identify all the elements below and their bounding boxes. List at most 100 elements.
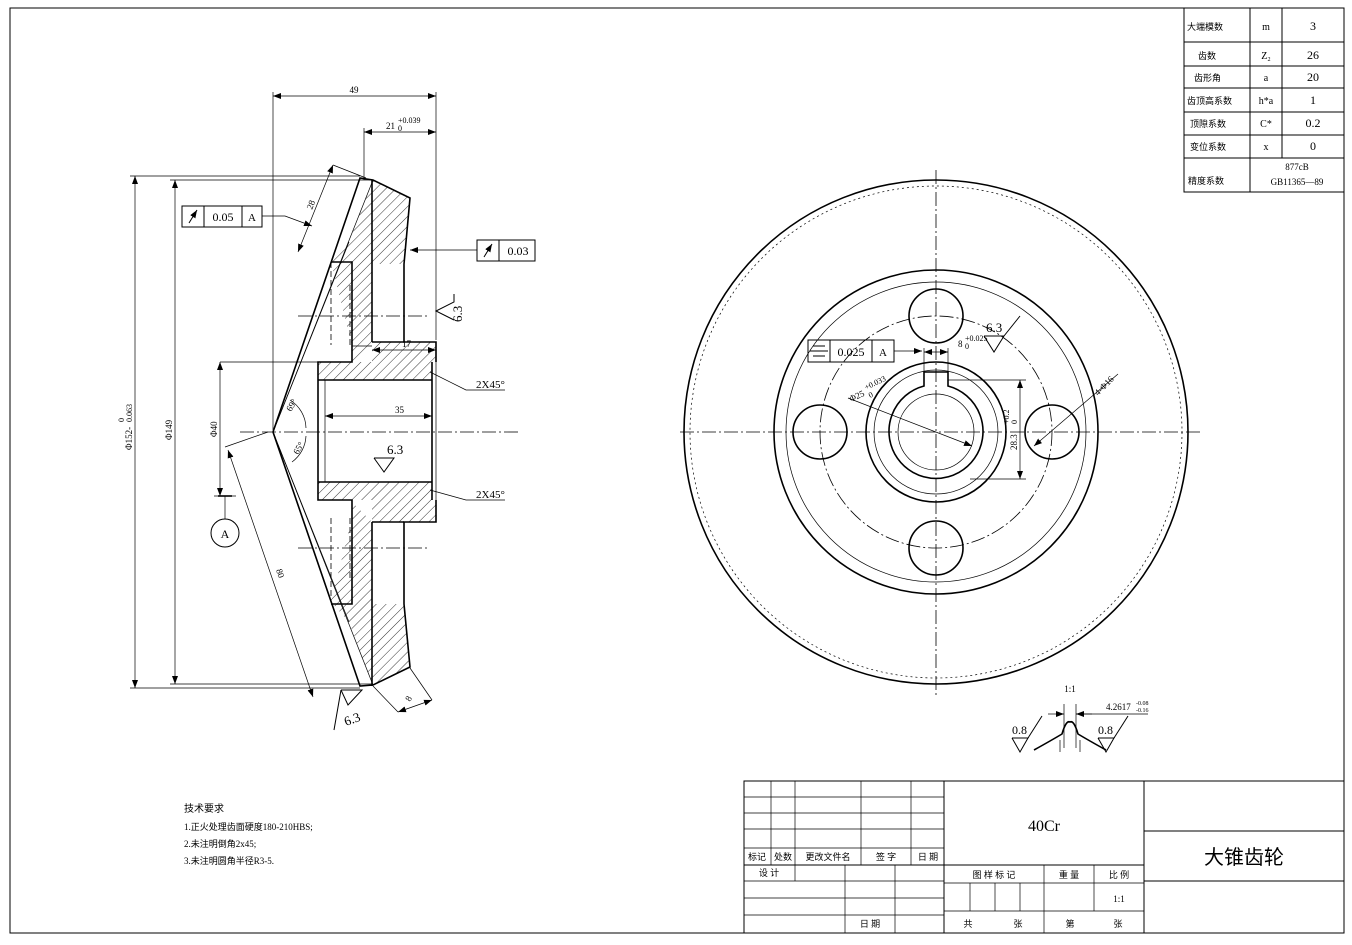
rev-header: 签 字 [876,851,896,862]
notes-item: 1.正火处理齿面硬度180-210HBS; [184,821,313,832]
symmetry-value: 0.025 [838,345,865,359]
param-symbol: h*a [1259,96,1274,107]
gear-front-view: 0.025 A 8 +0.025 0 6.3 Φ25 +0.033 0 28.3… [680,170,1200,695]
dim-8: 8 [403,694,414,703]
technical-notes: 技术要求 1.正火处理齿面硬度180-210HBS; 2.未注明倒角2x45; … [184,802,313,866]
param-value: 0 [1310,139,1316,153]
detail-tol: -0.08 [1136,701,1149,707]
roughness-bottom: 6.3 [333,689,364,731]
detail-dim: 4.2617 [1106,702,1131,712]
notes-item: 2.未注明倒角2x45; [184,838,256,849]
param-label: 顶隙系数 [1190,118,1226,129]
rough-bore-value: 6.3 [387,442,403,457]
design-label: 设 计 [759,867,779,878]
param-value: 0.2 [1306,116,1321,130]
dim-21-tol: +0.039 [398,116,421,125]
rough-keyway-value: 6.3 [986,320,1002,335]
keyway-width: 8 [958,339,963,349]
keyway-tol-low: 0 [965,342,969,351]
dim-21: 21 [386,121,395,131]
sheet-no-label: 第 [1065,918,1074,929]
key-depth-tol-low: 0 [1010,420,1019,424]
rev-header: 更改文件名 [805,851,850,862]
key-depth: 28.3 [1009,434,1019,450]
roughness-keyway: 6.3 [983,315,1021,353]
param-symbol: m [1262,22,1270,33]
material: 40Cr [1028,818,1061,835]
rev-header: 日 期 [918,852,938,862]
param-symbol: x [1264,142,1269,153]
sheet-suffix-label: 张 [1113,919,1122,929]
sheet-border [9,7,1345,934]
gear-section-view: 49 21 +0.039 0 28 0.05 A 0.03 [117,85,536,731]
param-value: 26 [1307,48,1319,62]
rev-header: 处数 [774,851,792,862]
param-value: GB11365—89 [1271,177,1324,187]
scale-header: 比 例 [1109,869,1129,880]
param-label: 齿数 [1198,50,1216,61]
dim-17: 17 [402,339,412,349]
datum-a-label: A [221,527,230,541]
param-value: 3 [1310,19,1316,33]
notes-item: 3.未注明圆角半径R3-5. [184,855,274,866]
bore-tol: +0.033 [863,374,887,392]
title-block: 标记 处数 更改文件名 签 字 日 期 设 计 日 期 40Cr 大锥齿轮 图 … [743,780,1345,934]
datum-a-symbol: A [210,495,240,548]
roughness-face: 6.3 [434,294,465,322]
angle-65: 65° [291,440,306,456]
key-depth-tol: +0.2 [1002,409,1011,424]
bore-tol-low: 0 [867,390,874,400]
runout-left-datum: A [248,212,256,224]
dim-49: 49 [350,85,360,95]
date-label: 日 期 [860,919,880,929]
param-value: 877cB [1285,162,1309,172]
param-label: 齿形角 [1194,72,1221,83]
dim-phi152-tol: 0 [117,418,126,422]
param-symbol: a [1264,73,1269,84]
mark-header: 图 样 标 记 [973,869,1016,880]
detail-rough-right: 0.8 [1098,723,1113,737]
detail-tol-low: -0.16 [1136,708,1149,714]
runout-right-value: 0.03 [508,244,529,258]
param-value: 20 [1307,70,1319,84]
weight-header: 重 量 [1059,869,1079,880]
param-value: 1 [1310,93,1316,107]
param-symbol: C* [1260,119,1272,130]
runout-frame-right: 0.03 [410,239,536,262]
holes-callout: 4-Φ16 [1092,374,1116,398]
scale-value: 1:1 [1113,894,1125,904]
param-label: 齿顶高系数 [1187,95,1232,106]
dim-phi152-tol-low: 0.063 [125,404,134,422]
param-label: 精度系数 [1188,175,1224,186]
rough-face-value: 6.3 [450,306,465,322]
symmetry-frame: 0.025 A [807,339,922,363]
chamfer-bottom: 2X45° [476,489,505,501]
param-symbol: Z₂ [1261,51,1271,62]
tooth-detail: 1:1 4.2617 -0.08 -0.16 0.8 0.8 [1011,684,1149,754]
keyway-tol: +0.025 [965,334,988,343]
dim-28: 28 [305,198,318,211]
chamfer-top: 2X45° [476,379,505,391]
rev-header: 标记 [748,851,766,862]
symmetry-datum: A [879,347,887,359]
runout-left-value: 0.05 [213,210,234,224]
roughness-bore: 6.3 [373,442,403,473]
dim-35: 35 [395,405,405,415]
dim-phi149: Φ149 [164,419,174,440]
param-label: 大端模数 [1187,21,1223,32]
part-name: 大锥齿轮 [1204,846,1284,869]
gear-parameter-table: 大端模数 m 3 齿数 Z₂ 26 齿形角 a 20 齿顶高系数 h*a 1 顶… [1183,7,1345,193]
param-label: 变位系数 [1190,141,1226,152]
detail-scale: 1:1 [1064,684,1076,694]
detail-rough-left: 0.8 [1012,723,1027,737]
runout-frame-left: 0.05 A [181,205,313,228]
notes-title: 技术要求 [184,802,224,815]
dim-80: 80 [274,568,286,580]
rough-bottom-value: 6.3 [342,709,362,729]
dim-21-tol-low: 0 [398,124,402,133]
dim-phi152: Φ152- [124,427,134,450]
dim-phi40: Φ40 [209,421,219,437]
sheets-label: 张 [1013,919,1022,929]
total-label: 共 [963,919,972,929]
